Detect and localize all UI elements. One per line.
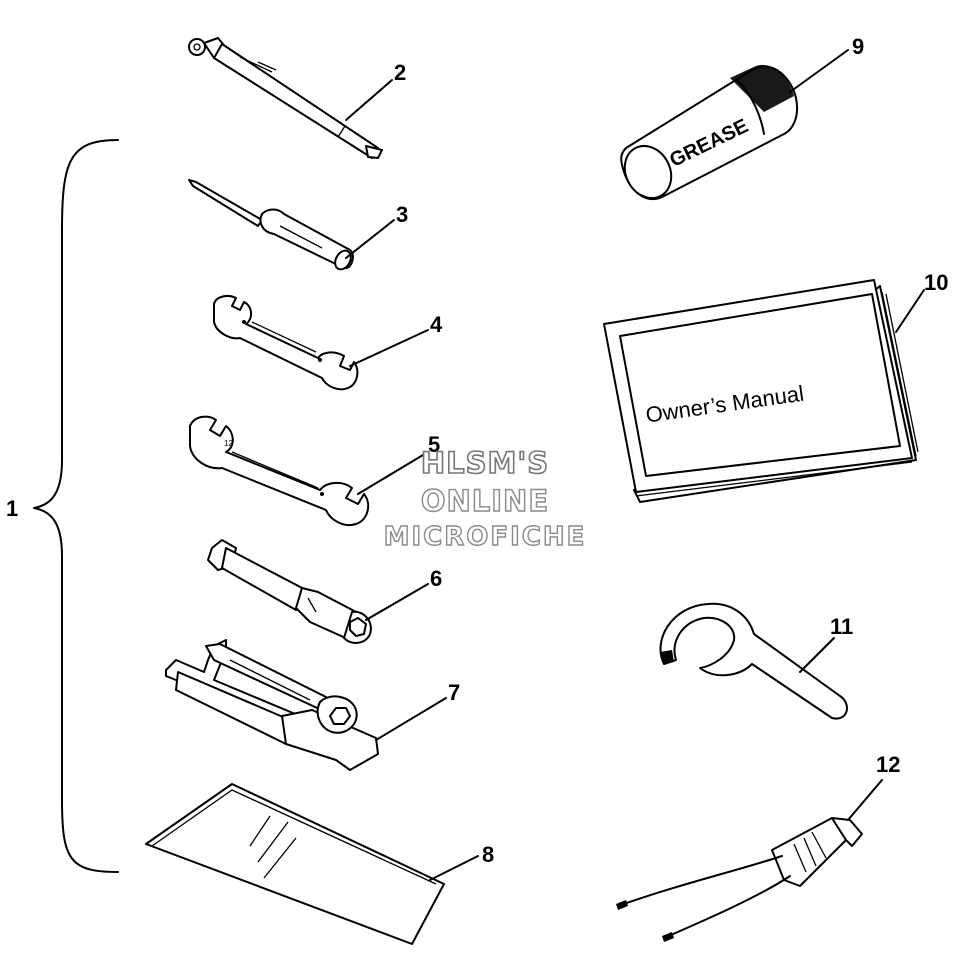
callout-11: 11	[830, 614, 853, 639]
pressure-gauge-part	[188, 37, 383, 159]
owners-manual-part: Owner’s Manual	[603, 279, 919, 503]
leader-9	[789, 49, 849, 93]
svg-text:12: 12	[224, 439, 233, 448]
wiring-connector-part	[616, 817, 863, 942]
leader-2	[345, 79, 393, 121]
leader-3	[345, 219, 395, 259]
callout-7: 7	[448, 680, 460, 705]
callout-3: 3	[396, 202, 408, 227]
leader-7	[375, 697, 447, 741]
callout-1: 1	[6, 496, 18, 521]
callout-5: 5	[428, 432, 440, 457]
leader-11	[799, 637, 835, 673]
watermark-line-3: MICROFICHE	[383, 521, 587, 552]
leader-8	[429, 855, 479, 881]
callout-6: 6	[430, 566, 442, 591]
tool-bag-part	[145, 783, 445, 945]
leader-5	[357, 451, 429, 495]
leader-6	[365, 583, 429, 621]
folding-tool-part	[165, 639, 379, 771]
leader-12	[847, 779, 883, 821]
callout-4: 4	[430, 312, 443, 337]
callout-9: 9	[852, 34, 864, 59]
leader-4	[349, 329, 429, 367]
large-wrench-part: 12	[189, 415, 370, 526]
kit-bracket	[33, 139, 119, 873]
callout-2: 2	[394, 60, 406, 85]
screwdriver-part	[188, 179, 354, 271]
spanner-wrench-part	[659, 602, 848, 720]
callout-8: 8	[482, 842, 494, 867]
callout-10: 10	[924, 270, 948, 295]
leader-10	[895, 289, 925, 333]
watermark-line-2: ONLINE	[420, 483, 550, 518]
spark-plug-socket-part	[207, 539, 372, 644]
callout-12: 12	[876, 752, 900, 777]
small-wrench-part	[213, 295, 359, 391]
watermark-line-1: HLSM'S	[420, 445, 550, 481]
grease-tube-part: GREASE	[620, 64, 798, 200]
